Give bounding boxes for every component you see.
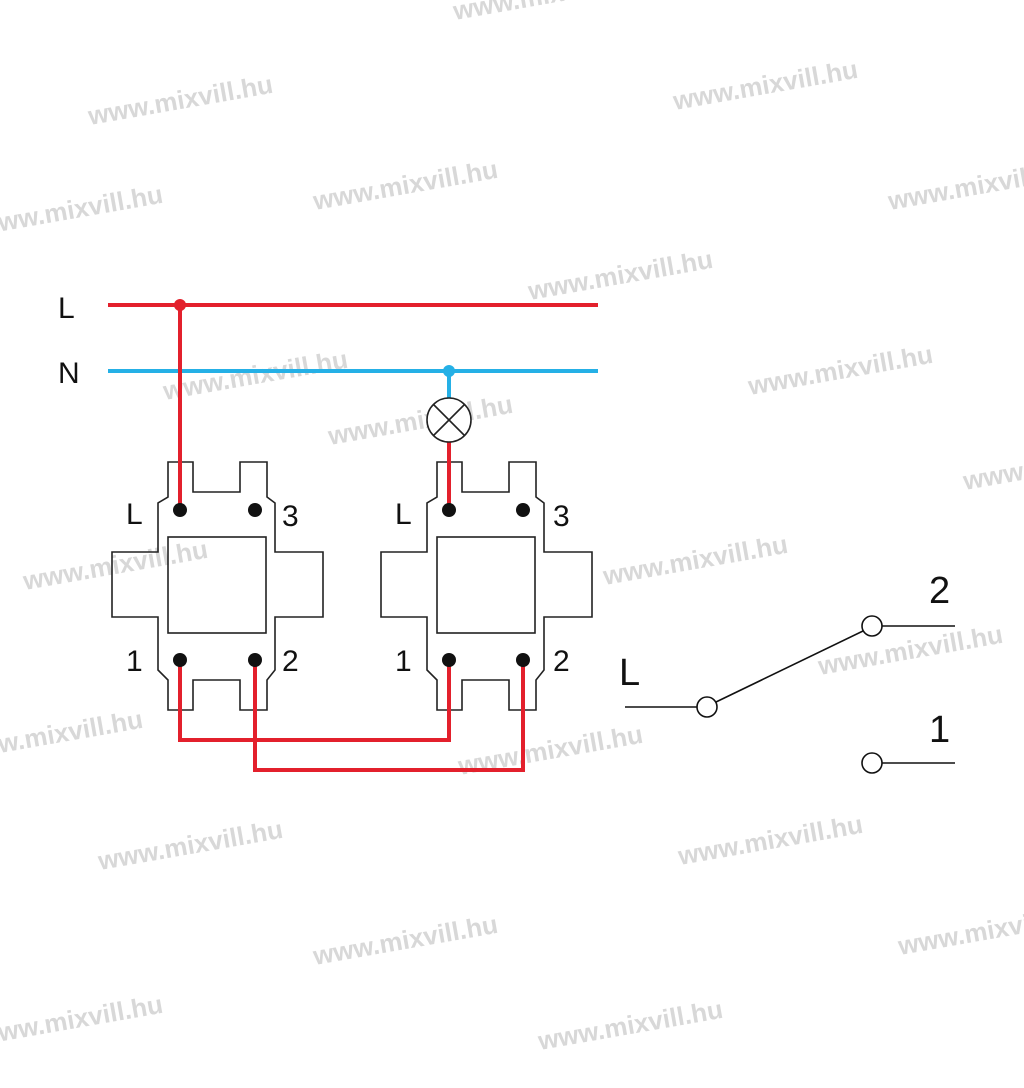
- watermark-text: www.mixvill.hu: [160, 344, 350, 406]
- watermark-text: www.mixvill.hu: [310, 909, 500, 971]
- live-bus-label: L: [58, 292, 75, 325]
- traveller-wire-2: [253, 660, 525, 772]
- symbol-output-1-label: 1: [929, 709, 950, 751]
- traveller-wire-1: [178, 660, 451, 742]
- watermark-text: www.mixvill.hu: [0, 989, 165, 1051]
- watermark-text: www.mixvill.hu: [600, 529, 790, 591]
- watermark-text: www.mixvill.hu: [525, 244, 715, 306]
- watermark-text: www.mixvill.hu: [815, 619, 1005, 681]
- watermark-text: www.mixvill.hu: [675, 809, 865, 871]
- neutral-bus-label: N: [58, 357, 80, 390]
- watermark-text: www.mixvill.hu: [0, 179, 165, 241]
- watermark-text: www.mixvill.hu: [20, 534, 210, 596]
- watermark-text: www.mixvill.hu: [885, 154, 1024, 216]
- lamp-icon: [426, 397, 472, 443]
- watermark-text: www.mixvill.hu: [535, 994, 725, 1056]
- watermark-text: www.mixvill.hu: [960, 434, 1024, 496]
- watermark-text: www.mixvill.hu: [85, 69, 275, 131]
- watermark-text: www.mixvill.hu: [325, 389, 515, 451]
- watermark-text: www.mixvill.hu: [95, 814, 285, 876]
- watermark-text: www.mixvill.hu: [670, 54, 860, 116]
- watermark-text: www.mixvill.hu: [450, 0, 640, 26]
- left-terminal-2-label: 2: [282, 645, 299, 678]
- watermark-text: www.mixvill.hu: [310, 154, 500, 216]
- left-terminal-3-label: 3: [282, 500, 299, 533]
- right-terminal-2-label: 2: [553, 645, 570, 678]
- symbol-output-2-label: 2: [929, 570, 950, 612]
- left-terminal-1-label: 1: [126, 645, 143, 678]
- watermark-text: www.mixvill.hu: [745, 339, 935, 401]
- watermark-text: www.mixvill.hu: [0, 704, 145, 766]
- right-terminal-L-label: L: [395, 498, 412, 531]
- right-terminal-1-label: 1: [395, 645, 412, 678]
- changeover-switch-symbol: [625, 615, 955, 774]
- left-terminal-L-label: L: [126, 498, 143, 531]
- terminals: [173, 503, 530, 667]
- right-terminal-3-label: 3: [553, 500, 570, 533]
- symbol-input-label: L: [619, 652, 640, 694]
- watermark-text: www.mixvill.hu: [895, 899, 1024, 961]
